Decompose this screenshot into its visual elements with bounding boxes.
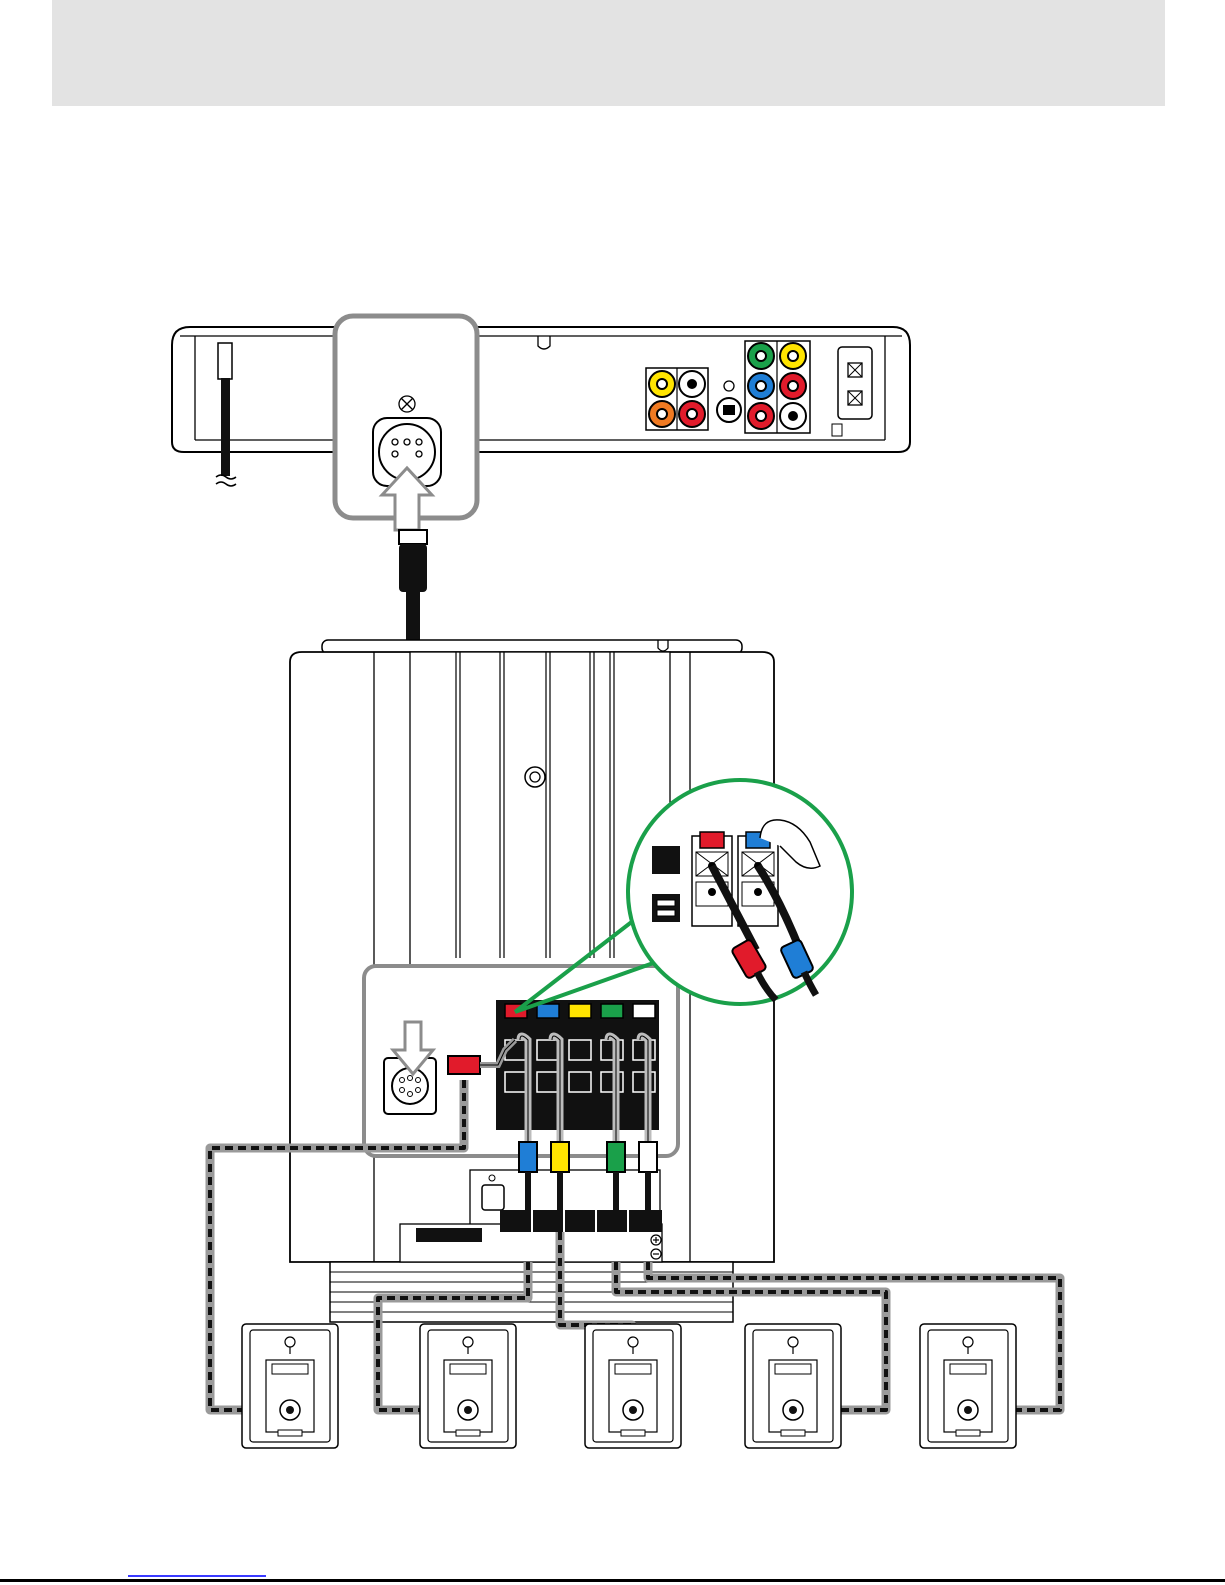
footer-link-underline: [128, 1575, 266, 1577]
satellite-speaker: [745, 1324, 841, 1448]
av-jack-group-b: [745, 341, 810, 433]
speaker-lead-yellow: [557, 1172, 563, 1212]
speaker-plug-yellow: [551, 1142, 569, 1172]
speaker-terminal-block: [496, 1000, 659, 1130]
terminal-cap-yellow: [569, 1004, 591, 1018]
terminal-cap-blue: [537, 1004, 559, 1018]
satellite-speaker: [242, 1324, 338, 1448]
speaker-plug-green: [607, 1142, 625, 1172]
polarity-minus-marker: [652, 894, 680, 922]
terminal-cap-white: [633, 1004, 655, 1018]
speaker-lead-green: [613, 1172, 619, 1212]
satellite-speaker: [585, 1324, 681, 1448]
lower-system-socket: [482, 1185, 504, 1210]
speaker-plug-white: [639, 1142, 657, 1172]
av-jack-group-a: [646, 368, 708, 430]
terminal-cap-green: [601, 1004, 623, 1018]
footer-rule: [0, 1579, 1225, 1582]
satellite-speaker: [420, 1324, 516, 1448]
dvd-connector-highlight: [335, 316, 477, 530]
speaker-plug-blue: [519, 1142, 537, 1172]
satellite-speakers: [242, 1324, 1016, 1448]
red-plug: [448, 1056, 480, 1074]
speaker-lead-white: [645, 1172, 651, 1212]
speaker-lead-blue: [525, 1172, 531, 1212]
polarity-plus-marker: [652, 846, 680, 874]
dvd-player-rear: [172, 327, 910, 486]
satellite-speaker: [920, 1324, 1016, 1448]
